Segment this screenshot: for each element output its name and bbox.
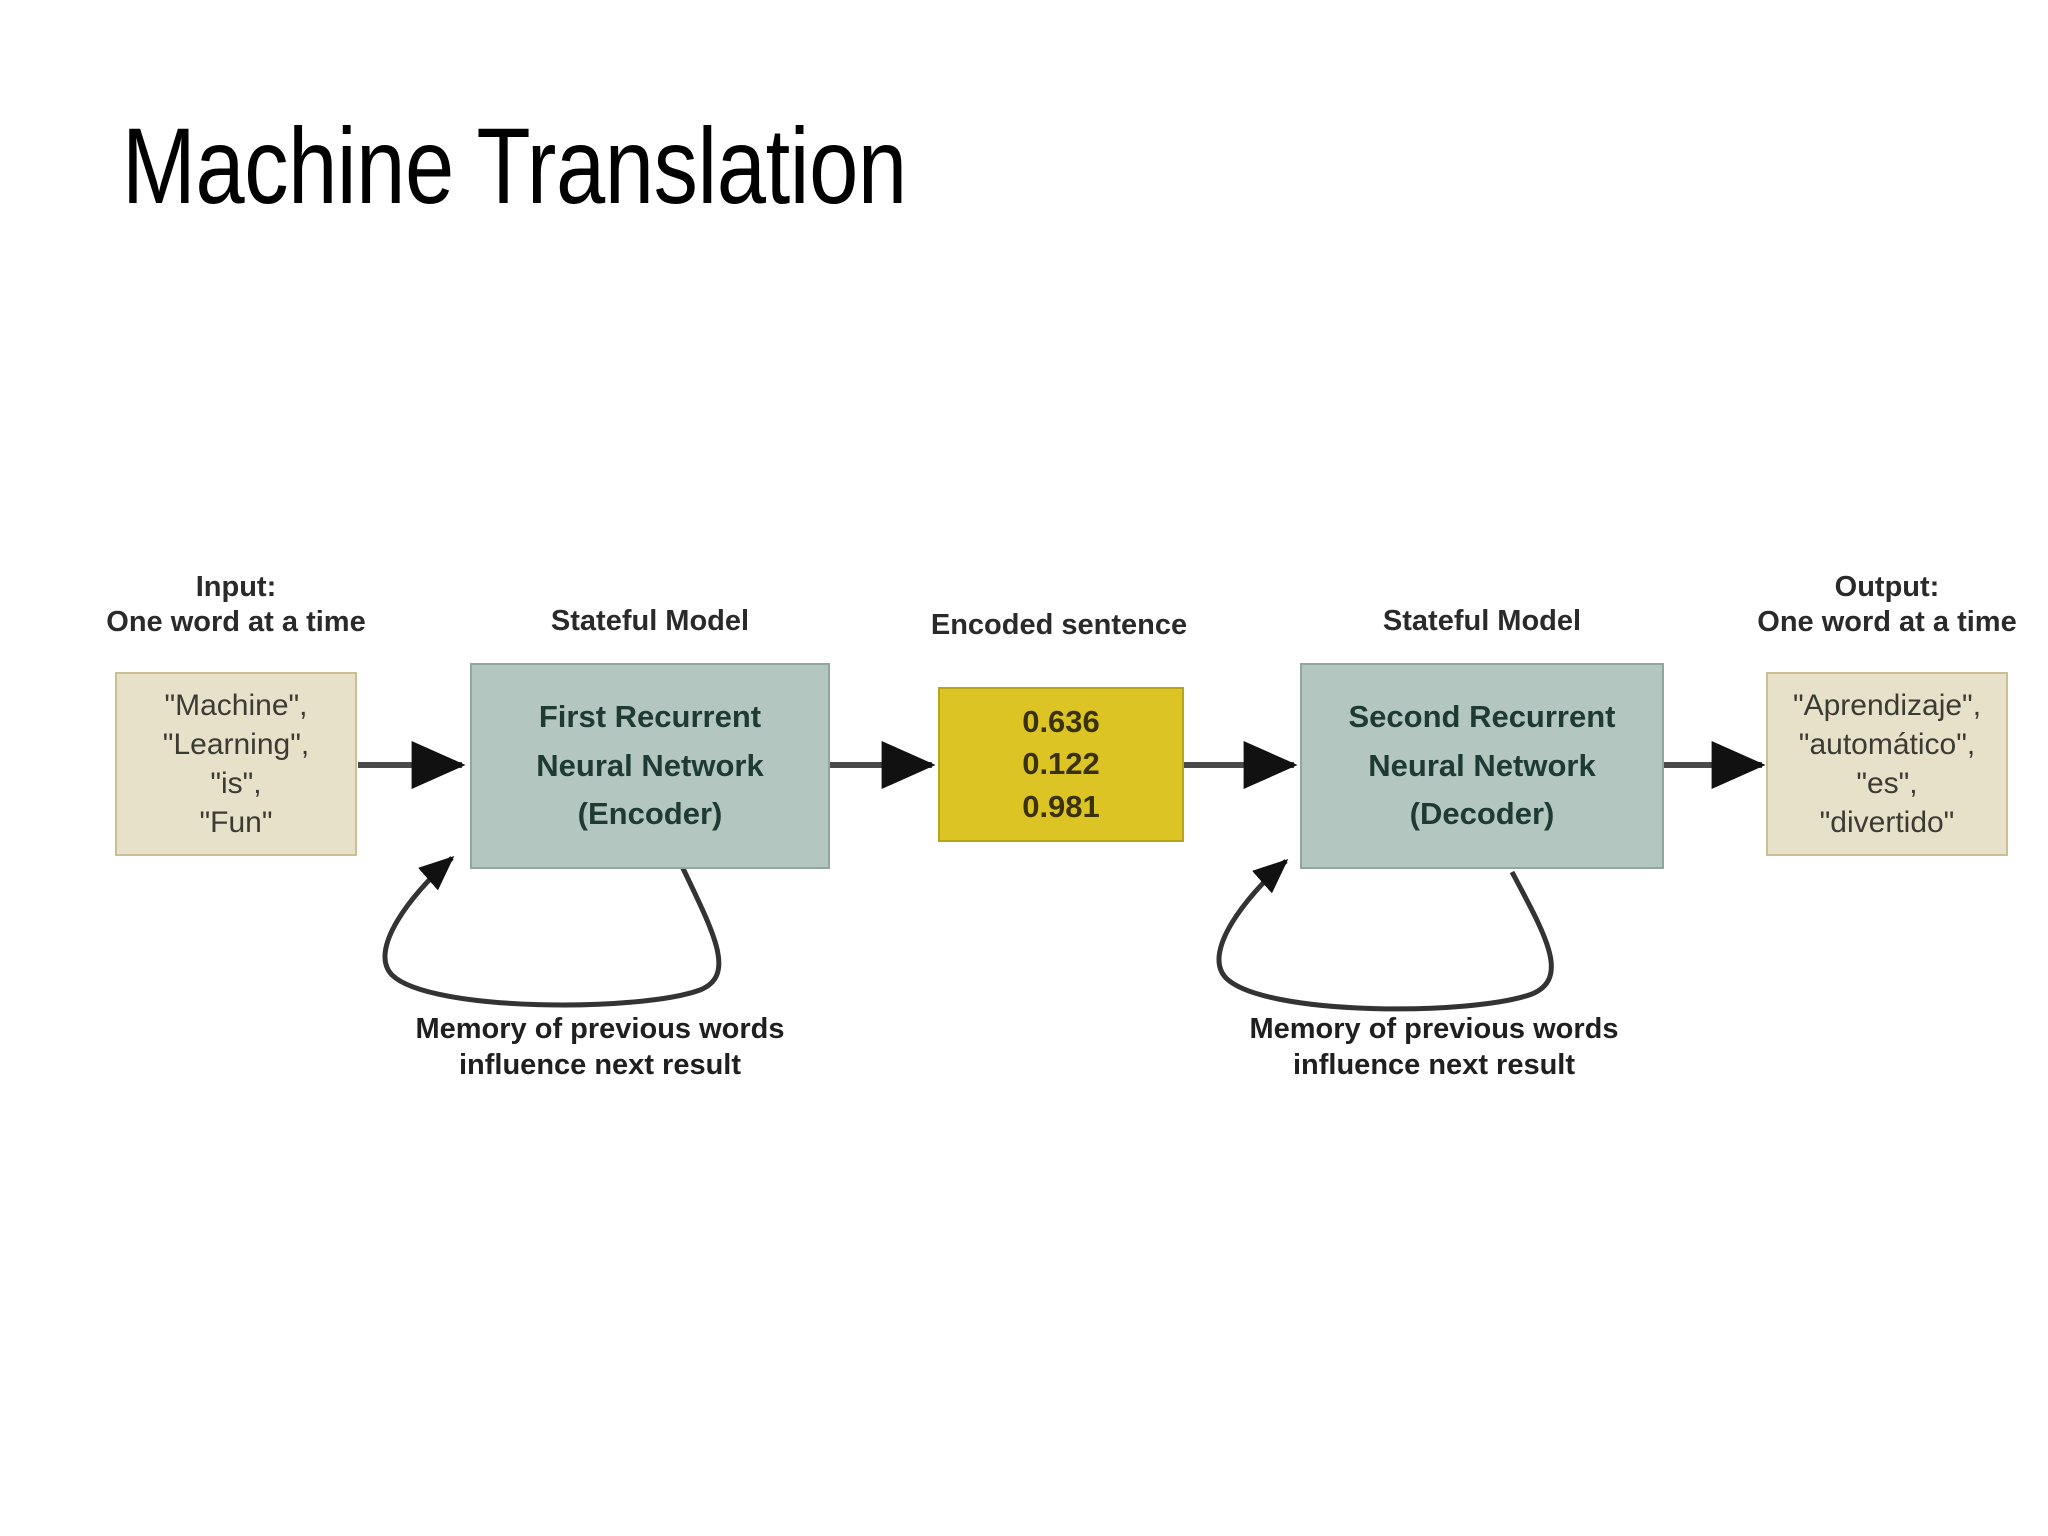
input-token-2: "is", (210, 767, 262, 800)
encoder-line-0: First Recurrent (538, 698, 762, 734)
input-token-0: "Machine", (164, 689, 308, 722)
encoder-caption-text: Stateful Model (550, 605, 750, 637)
input-tokens-box: "Machine", "Learning", "is", "Fun" (115, 672, 357, 856)
decoder-recurrence-loop (1216, 859, 1554, 1012)
encoder-loop-caption: Memory of previous words influence next … (350, 1012, 850, 1084)
decoder-line-1: Neural Network (1368, 747, 1596, 783)
encoder-recurrence-loop (382, 856, 722, 1008)
encoder-loop-caption-line-2: influence next result (458, 1048, 741, 1081)
output-caption-line-1: Output: (1834, 571, 1940, 603)
decoder-line-0: Second Recurrent (1348, 698, 1616, 734)
output-tokens-box: "Aprendizaje", "automático", "es", "dive… (1766, 672, 2008, 856)
encoder-line-1: Neural Network (536, 747, 764, 783)
decoder-loop-caption-line-2: influence next result (1292, 1048, 1575, 1081)
decoder-caption-text: Stateful Model (1382, 605, 1582, 637)
input-token-1: "Learning", (162, 728, 310, 761)
decoder-loop-caption: Memory of previous words influence next … (1184, 1012, 1684, 1084)
encoder-loop-caption-line-1: Memory of previous words (415, 1013, 785, 1045)
encoded-sentence-caption-text: Encoded sentence (930, 609, 1188, 641)
output-token-1: "automático", (1798, 728, 1976, 761)
encoded-value-1: 0.122 (1022, 746, 1100, 782)
decoder-loop-caption-line-1: Memory of previous words (1249, 1013, 1619, 1045)
encoded-sentence-box: 0.636 0.122 0.981 (938, 687, 1184, 842)
encoded-sentence-caption: Encoded sentence (928, 608, 1190, 643)
input-caption-line-2: One word at a time (106, 606, 366, 639)
output-caption-line-2: One word at a time (1757, 606, 2017, 639)
output-token-3: "divertido" (1819, 806, 1955, 839)
page-title: Machine Translation (122, 105, 907, 226)
input-caption: Input: One word at a time (96, 570, 376, 641)
decoder-line-2: (Decoder) (1409, 796, 1555, 832)
input-token-3: "Fun" (199, 806, 273, 839)
input-caption-line-1: Input: (195, 571, 277, 603)
encoded-value-0: 0.636 (1022, 704, 1100, 740)
encoded-value-2: 0.981 (1022, 788, 1100, 824)
decoder-box: Second Recurrent Neural Network (Decoder… (1300, 663, 1664, 869)
output-token-2: "es", (1856, 767, 1918, 800)
output-token-0: "Aprendizaje", (1792, 689, 1982, 722)
encoder-box: First Recurrent Neural Network (Encoder) (470, 663, 830, 869)
encoder-caption: Stateful Model (470, 604, 830, 639)
decoder-caption: Stateful Model (1300, 604, 1664, 639)
output-caption: Output: One word at a time (1746, 570, 2028, 641)
encoder-line-2: (Encoder) (577, 796, 723, 832)
